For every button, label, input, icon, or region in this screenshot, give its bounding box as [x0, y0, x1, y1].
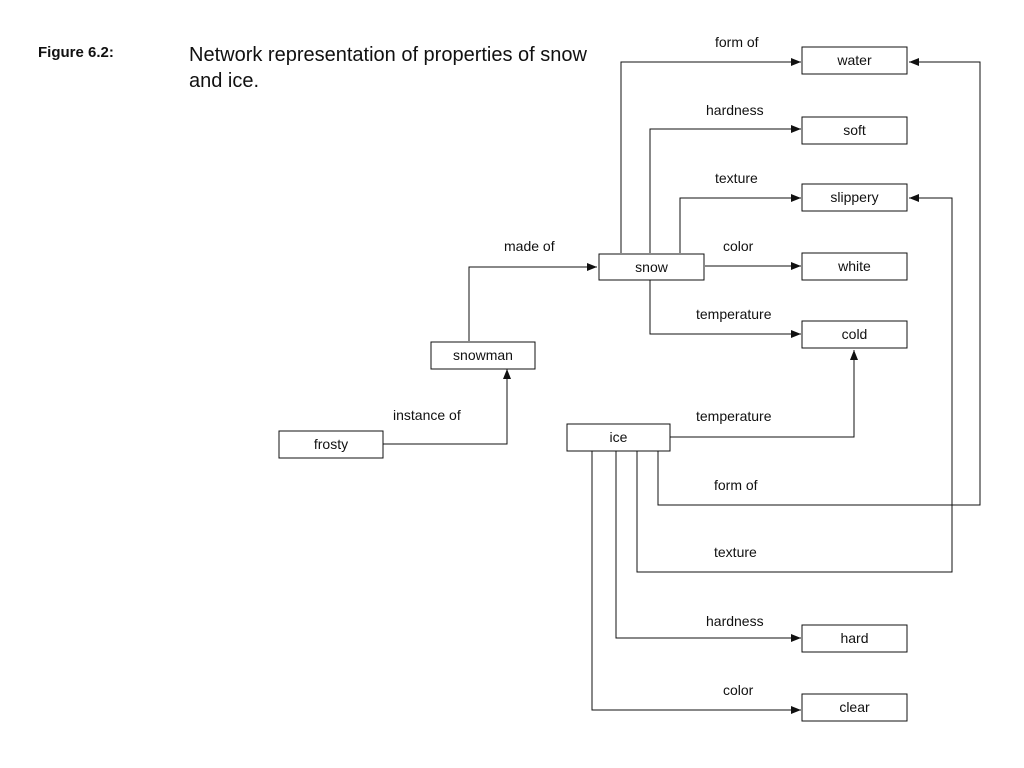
edge-ice-cold: temperature [670, 350, 858, 438]
edge-ice-water: form of [657, 58, 981, 506]
edge-frosty-snowman: instance of [383, 369, 511, 445]
edge-label-ice-slippery: texture [714, 544, 757, 560]
node-soft: soft [801, 116, 908, 145]
node-water: water [801, 46, 908, 75]
edge-label-snowman-snow: made of [504, 238, 555, 254]
edge-label-snow-white: color [723, 238, 754, 254]
node-snowman-label: snowman [453, 347, 513, 363]
edge-label-ice-clear: color [723, 682, 754, 698]
node-snowman: snowman [430, 341, 536, 370]
edge-snow-water: form of [620, 34, 801, 253]
edge-ice-hard: hardness [615, 451, 801, 642]
figure-caption: Network representation of properties of … [189, 44, 587, 92]
node-slippery-label: slippery [830, 189, 878, 205]
node-cold: cold [801, 320, 908, 349]
edge-label-ice-water: form of [714, 477, 758, 493]
node-slippery: slippery [801, 183, 908, 212]
edge-label-frosty-snowman: instance of [393, 407, 461, 423]
edge-ice-clear: color [591, 451, 801, 714]
figure-number: Figure 6.2: [38, 44, 114, 61]
node-white: white [801, 252, 908, 281]
node-white-label: white [837, 258, 871, 274]
edge-label-ice-cold: temperature [696, 408, 772, 424]
edge-label-snow-water: form of [715, 34, 759, 50]
node-ice-label: ice [610, 429, 628, 445]
node-soft-label: soft [843, 122, 866, 138]
node-clear-label: clear [839, 699, 870, 715]
edge-label-snow-slippery: texture [715, 170, 758, 186]
edge-snow-cold: temperature [649, 280, 801, 338]
edge-label-ice-hard: hardness [706, 613, 764, 629]
node-frosty: frosty [278, 430, 384, 459]
edge-snow-white: color [705, 238, 801, 270]
node-ice: ice [566, 423, 671, 452]
edge-snowman-snow: made of [468, 238, 597, 341]
edge-label-snow-cold: temperature [696, 306, 772, 322]
node-water-label: water [836, 52, 872, 68]
edge-ice-slippery: texture [636, 194, 953, 573]
node-snow: snow [598, 253, 705, 281]
node-hard-label: hard [840, 630, 868, 646]
edge-snow-soft: hardness [649, 102, 801, 253]
node-clear: clear [801, 693, 908, 722]
edge-label-snow-soft: hardness [706, 102, 764, 118]
node-frosty-label: frosty [314, 436, 348, 452]
node-cold-label: cold [842, 326, 868, 342]
edge-snow-slippery: texture [679, 170, 801, 253]
node-snow-label: snow [635, 259, 669, 275]
node-hard: hard [801, 624, 908, 653]
